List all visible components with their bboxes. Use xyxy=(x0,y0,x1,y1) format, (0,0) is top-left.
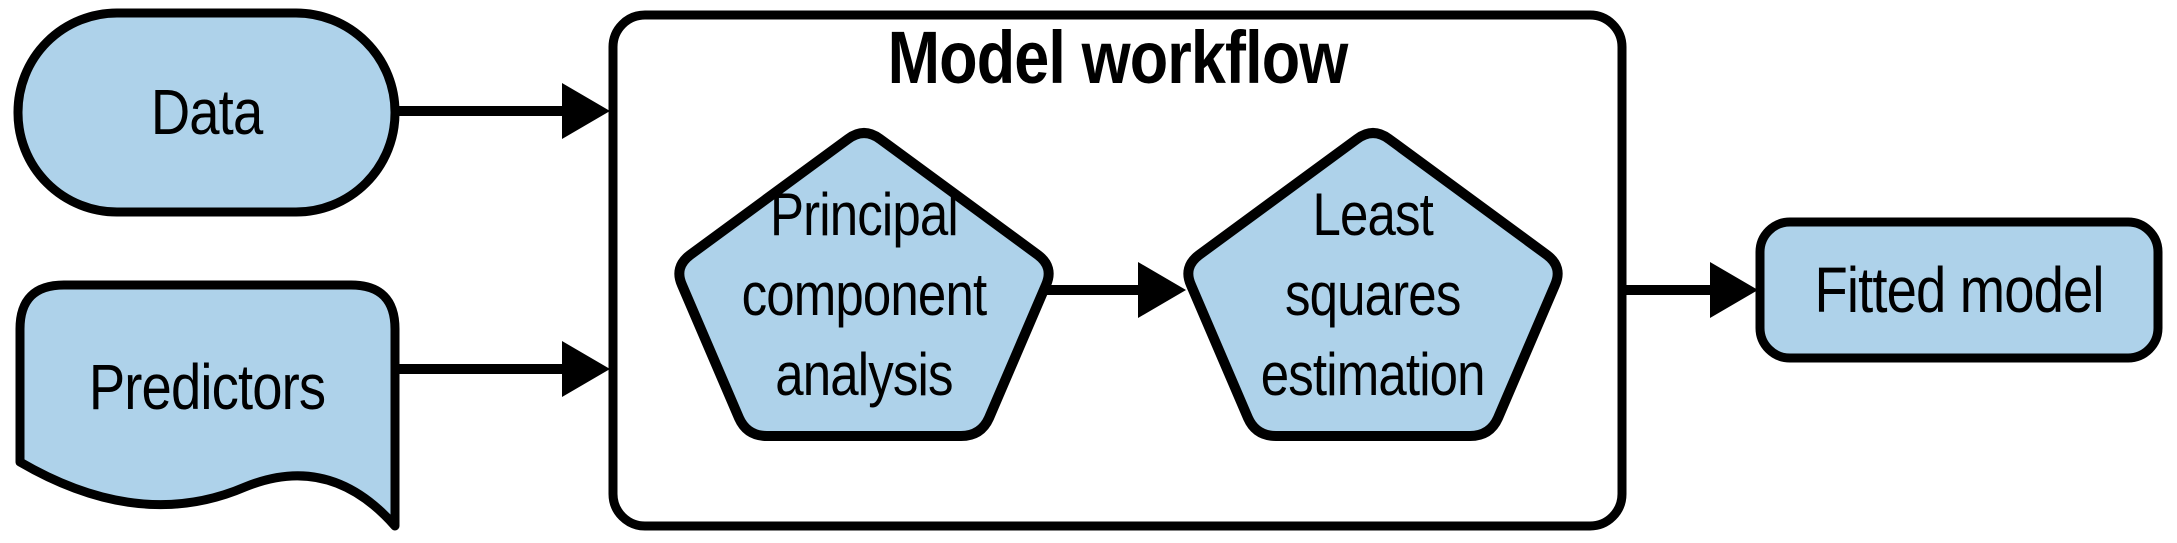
pca-pentagon-shape xyxy=(674,128,1054,441)
arrow-data-to-workflow xyxy=(393,83,610,139)
predictors-node-shape xyxy=(15,280,400,531)
fitted-model-node-shape xyxy=(1755,217,2163,363)
data-node-shape xyxy=(13,8,400,217)
arrowhead xyxy=(562,341,610,397)
arrowhead xyxy=(562,83,610,139)
arrowhead xyxy=(1138,262,1186,318)
least-squares-pentagon-shape xyxy=(1183,128,1563,441)
arrow-workflow-to-fitted-model xyxy=(1618,262,1758,318)
arrow-predictors-to-workflow xyxy=(393,341,610,397)
arrowhead xyxy=(1710,262,1758,318)
arrow-pca-to-least-squares xyxy=(1046,262,1186,318)
